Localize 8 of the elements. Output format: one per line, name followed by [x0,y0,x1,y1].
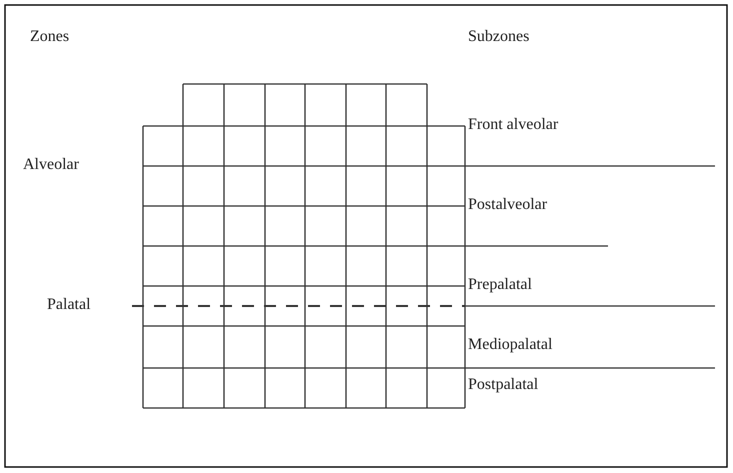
subzone-label: Postalveolar [468,196,548,214]
subzone-label: Prepalatal [468,276,532,294]
subzone-label: Mediopalatal [468,336,552,354]
subzones-heading: Subzones [468,28,530,46]
zones-heading: Zones [30,28,70,46]
subzone-label: Front alveolar [468,116,558,134]
subzone-label: Postpalatal [468,376,538,394]
zone-label: Palatal [47,296,91,314]
